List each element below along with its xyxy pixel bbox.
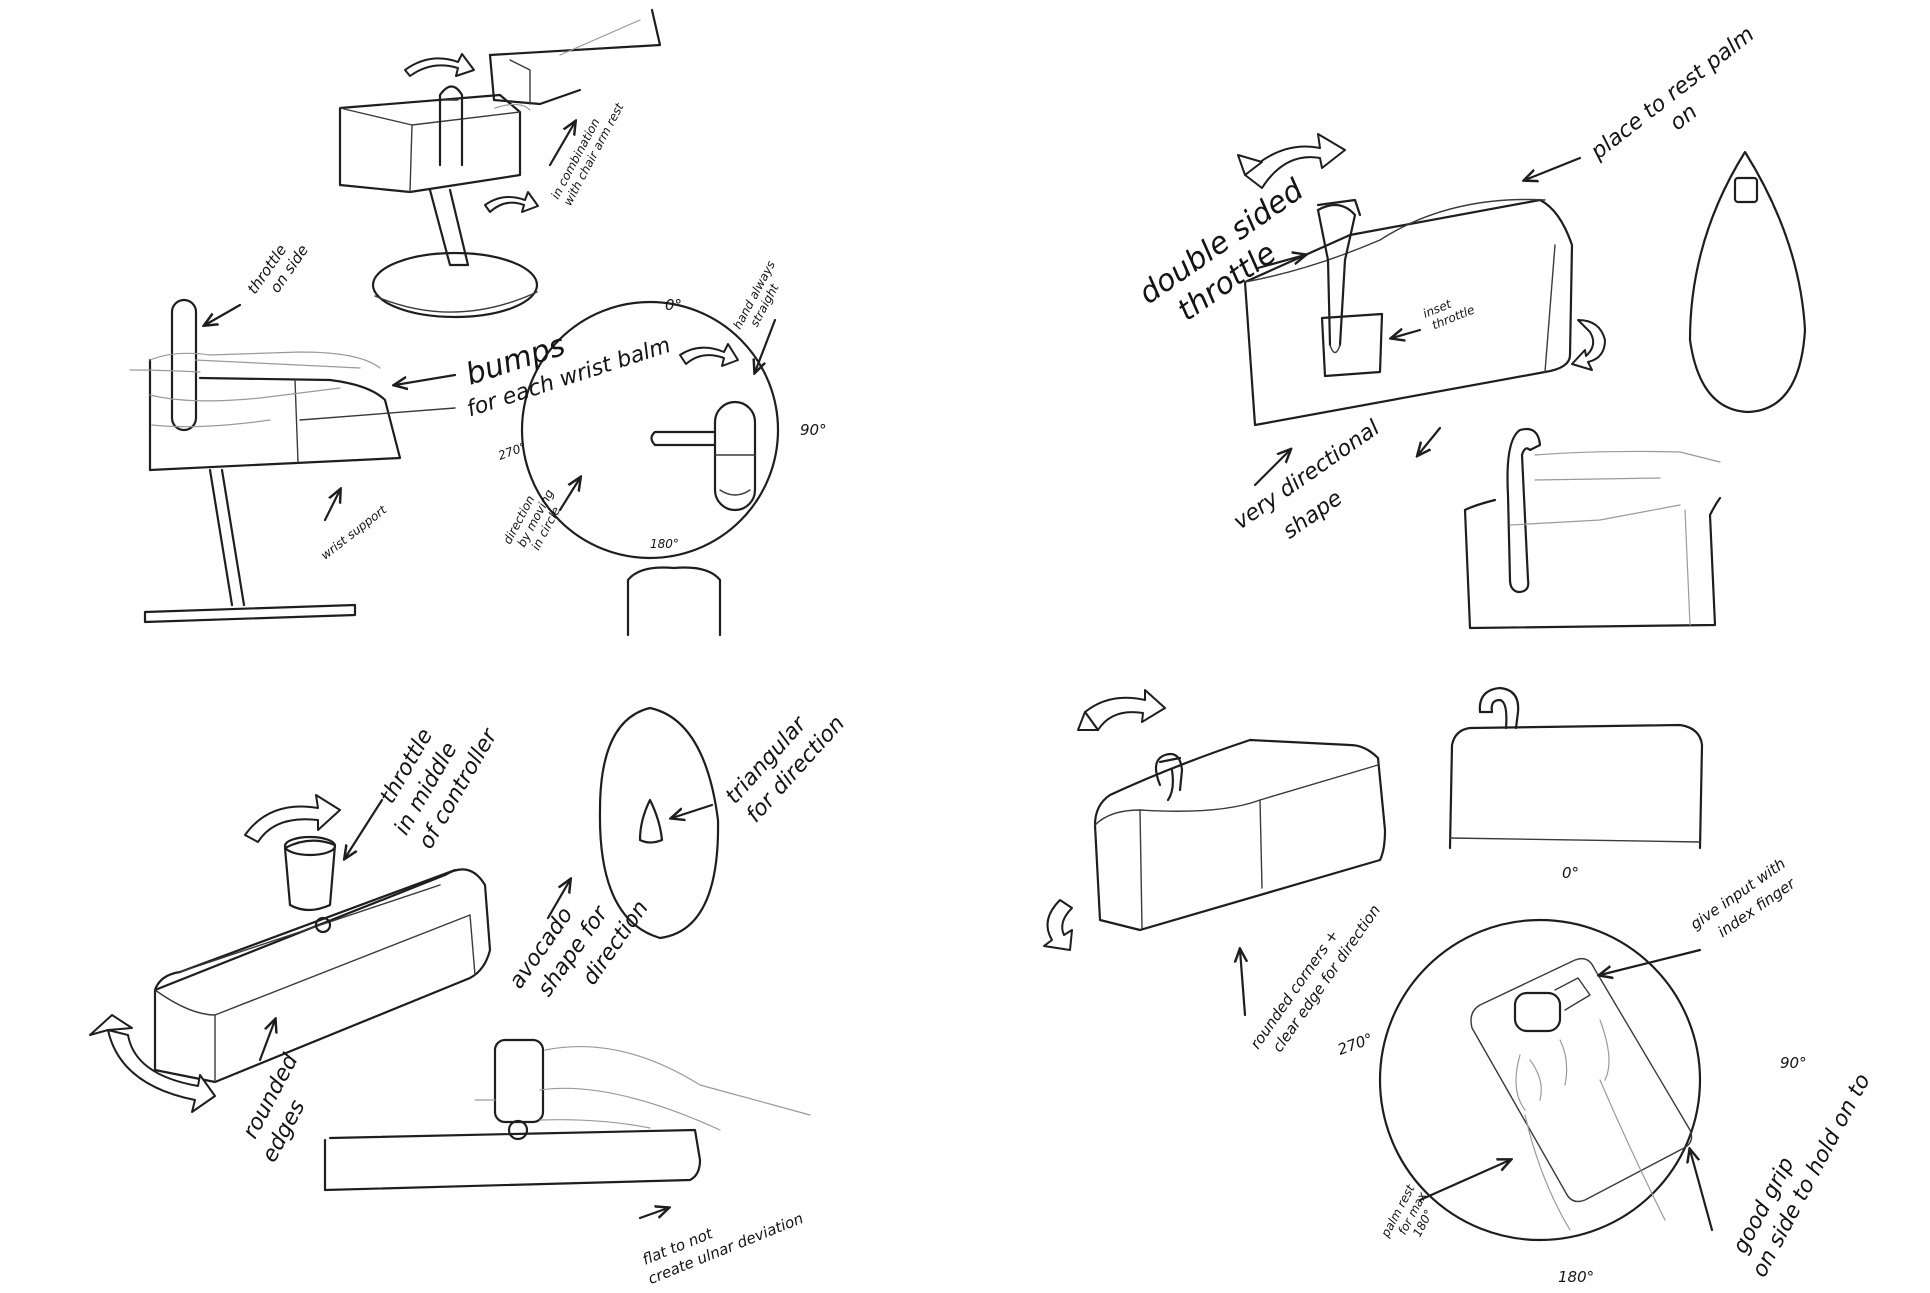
sketch3-flat-note: flat to not create ulnar deviation <box>638 1191 806 1288</box>
sketch2-side-view <box>1463 427 1722 630</box>
sketch4-controller-concept: rounded corners + clear edge for directi… <box>1043 686 1876 1286</box>
sketch1-throttle-note: throttle on side <box>244 231 313 308</box>
sketch1-box-drawing <box>338 85 531 194</box>
sketch3-rotate-arrow-icon <box>244 794 341 843</box>
sketch3-avocado-view <box>598 706 720 940</box>
sketch4-dial-90: 90° <box>1780 1054 1807 1072</box>
sketch3-controller-concept: throttle in middle of controller triangu… <box>89 693 850 1288</box>
sketch1-controller-concept: in combination with chair arm rest throt… <box>129 8 827 637</box>
sketch1-dial-90: 90° <box>800 421 827 439</box>
sketch4-grip-note: good grip on side to hold on to <box>1723 1057 1876 1282</box>
sketch3-triangular-note: triangular for direction <box>721 693 850 828</box>
sketch3-avocado-pointer <box>546 880 570 920</box>
sketch4-input-pointer <box>1600 948 1702 975</box>
sketch2-inset-note: inset throttle <box>1421 290 1477 334</box>
sketch4-dial-180: 180° <box>1558 1268 1594 1286</box>
sketch1-bumps-pointer <box>395 373 457 385</box>
sketch1-dial-0: 0° <box>665 296 682 314</box>
sketch3-swing-arrow-icon <box>89 1014 216 1113</box>
sketch4-palm-note: palm rest for max 180° <box>1378 1179 1444 1253</box>
sketch3-triangular-pointer <box>672 803 714 818</box>
sketch1-hand-pointer <box>755 318 777 372</box>
sketch1-armrest-note: in combination with chair arm rest <box>548 93 627 208</box>
sketch4-dial-270: 270° <box>1335 1029 1375 1058</box>
sketch1-dial-view <box>520 300 780 637</box>
sketch3-flat-pointer <box>638 1208 668 1220</box>
sketch3-avocado-note: avocado shape for direction <box>504 863 653 1027</box>
sketch3-side-view <box>323 1038 811 1192</box>
sketch1-hand-note: hand always straight <box>730 255 792 338</box>
sketch2-teardrop-view <box>1688 150 1807 414</box>
sketch3-rounded-pointer <box>258 1020 275 1062</box>
sketch4-input-note: give input with index finger <box>1687 852 1805 952</box>
sketch4-grip-pointer <box>1690 1150 1714 1232</box>
sketch4-rotate-arrow-icon <box>1077 689 1166 731</box>
sketch4-palm-pointer <box>1418 1160 1510 1202</box>
sketch1-swivel-arrow-icon <box>484 191 539 213</box>
sketch1-direction-pointer <box>558 478 580 512</box>
sketch2-double-pointer <box>1256 255 1305 270</box>
sketch4-dial-0: 0° <box>1562 864 1579 882</box>
sketch2-controller-concept: place to rest palm on double sided throt… <box>1133 22 1807 630</box>
sketch3-middle-pointer <box>345 798 384 858</box>
sketch3-middle-note: throttle in middle of controller <box>366 695 504 853</box>
sketch4-corners-pointer <box>1240 950 1245 1017</box>
sketch2-inset-pointer <box>1392 330 1422 338</box>
sketch1-wrist-pointer <box>323 490 340 522</box>
sketch2-body <box>1243 198 1574 427</box>
sketch2-directional-pointer <box>1253 450 1290 487</box>
sketch1-dial-180: 180° <box>650 537 679 551</box>
sketch1-stand <box>371 188 539 319</box>
sketch3-rounded-note: rounded edges <box>233 1044 332 1167</box>
sketch2-directional-note: very directional shape <box>1229 412 1411 565</box>
sketch2-sideview-pointer <box>1418 426 1442 455</box>
sketch1-dial-270: 270° <box>496 440 528 463</box>
sketch1-arm-rest-bar <box>488 8 662 106</box>
sketch2-tilt-arrow-icon <box>1571 319 1606 371</box>
sketch1-wrist-pedestal <box>129 298 402 624</box>
sketch3-body <box>153 835 492 1084</box>
sketch1-rotate-arrow-icon <box>404 53 475 77</box>
sketch1-bumps-line <box>299 407 456 421</box>
sketch1-armrest-pointer <box>548 122 575 167</box>
sketch4-dial-view <box>1378 918 1702 1242</box>
sketch1-throttle-pointer <box>205 303 242 325</box>
sketch4-body <box>1093 738 1387 932</box>
sketch4-side-view <box>1448 686 1704 850</box>
sketch2-rotate-arrow-icon <box>1237 133 1346 189</box>
sketch4-tilt-arrow-icon <box>1043 899 1073 951</box>
sketch2-palm-pointer <box>1525 156 1582 180</box>
